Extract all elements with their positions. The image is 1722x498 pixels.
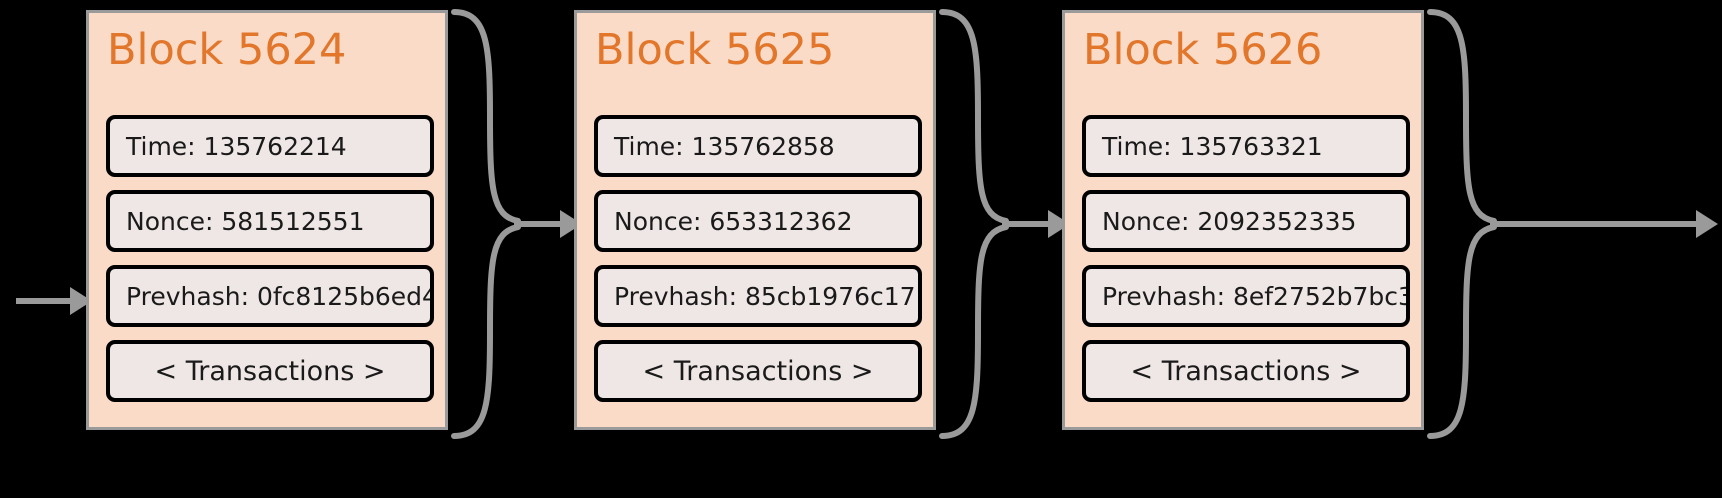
field-nonce[interactable]: Nonce: 2092352335 [1082,190,1410,252]
field-time[interactable]: Time: 135763321 [1082,115,1410,177]
block-title: Block 5624 [107,25,347,75]
block-card-1[interactable]: Block 5625 Time: 135762858 Nonce: 653312… [574,10,936,430]
field-transactions[interactable]: < Transactions > [1082,340,1410,402]
brace-arrow-out-of-5626-icon [1427,9,1718,439]
block-fields: Time: 135762214 Nonce: 581512551 Prevhas… [106,115,434,415]
field-nonce[interactable]: Nonce: 581512551 [106,190,434,252]
field-time[interactable]: Time: 135762214 [106,115,434,177]
field-time[interactable]: Time: 135762858 [594,115,922,177]
block-card-2[interactable]: Block 5626 Time: 135763321 Nonce: 209235… [1062,10,1424,430]
field-transactions[interactable]: < Transactions > [106,340,434,402]
block-card-0[interactable]: Block 5624 Time: 135762214 Nonce: 581512… [86,10,448,430]
block-title: Block 5625 [595,25,835,75]
incoming-arrow-icon [16,287,92,315]
brace-arrow-5625-to-5626-icon [939,9,1070,439]
field-prevhash[interactable]: Prevhash: 85cb1976c171 [594,265,922,327]
field-prevhash[interactable]: Prevhash: 8ef2752b7bc3 [1082,265,1410,327]
brace-arrow-5624-to-5625-icon [451,9,582,439]
field-nonce[interactable]: Nonce: 653312362 [594,190,922,252]
block-fields: Time: 135763321 Nonce: 2092352335 Prevha… [1082,115,1410,415]
block-title: Block 5626 [1083,25,1323,75]
block-fields: Time: 135762858 Nonce: 653312362 Prevhas… [594,115,922,415]
field-transactions[interactable]: < Transactions > [594,340,922,402]
field-prevhash[interactable]: Prevhash: 0fc8125b6ed4 [106,265,434,327]
